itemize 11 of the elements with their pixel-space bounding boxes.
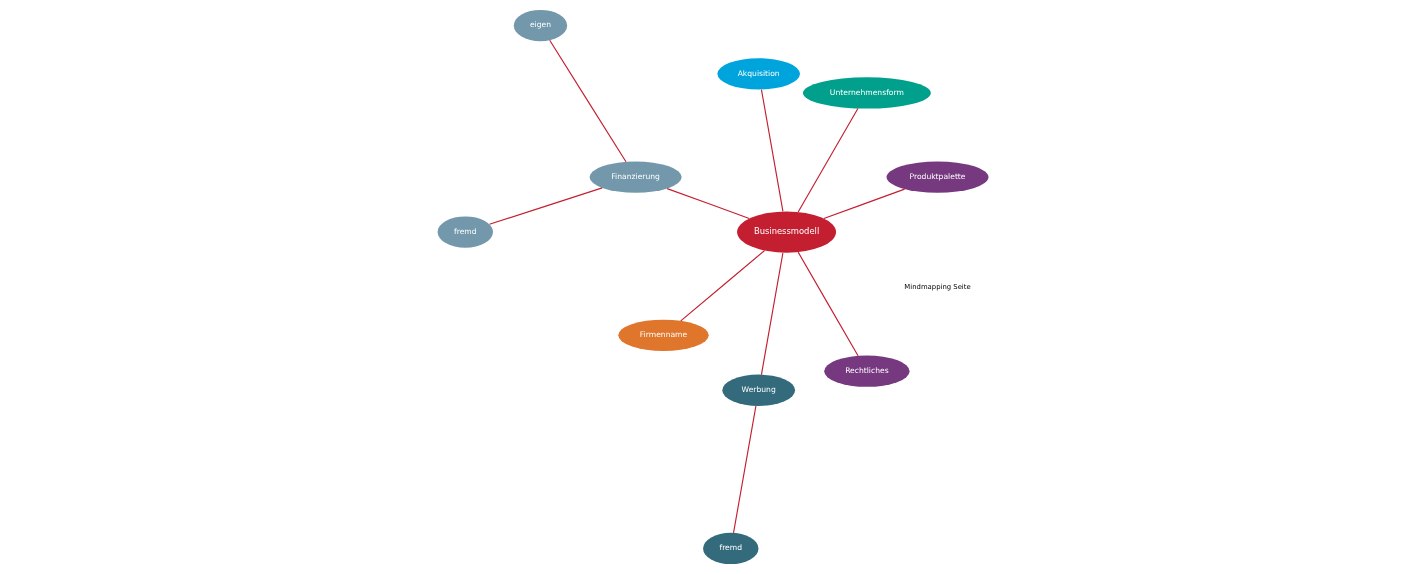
connector	[732, 405, 757, 534]
connector	[666, 188, 750, 220]
connector	[760, 88, 784, 212]
connector	[823, 188, 906, 220]
node-ellipse: Businessmodell	[737, 211, 837, 253]
connector	[488, 187, 603, 225]
connector	[680, 249, 766, 322]
connector	[760, 252, 784, 376]
connector	[549, 39, 627, 163]
connector	[797, 251, 859, 357]
connector	[797, 107, 859, 213]
